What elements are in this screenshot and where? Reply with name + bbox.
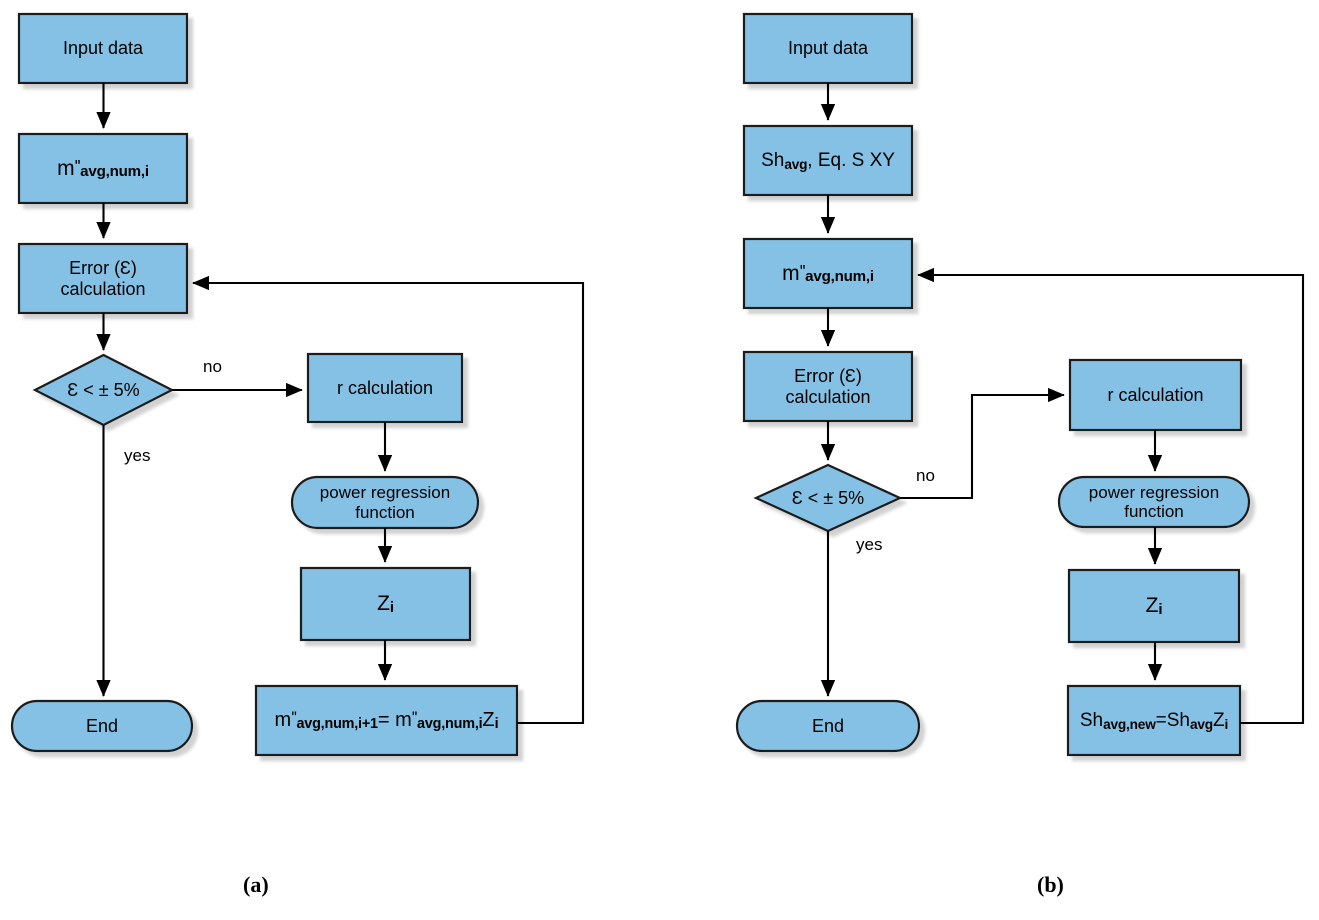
node-mflux-a: [17, 132, 189, 205]
node-power-regression-b: [1057, 475, 1251, 529]
node-r-calculation-b: [1068, 358, 1243, 432]
panel-caption-b: (b): [1037, 872, 1064, 897]
node-input-data-a: [17, 12, 189, 85]
node-end-a: [10, 699, 194, 753]
node-end-b: [735, 699, 921, 753]
panel-caption-a: (a): [243, 872, 269, 897]
panel-a-shapes: [10, 12, 585, 757]
edge-feedback-loop-b: [917, 267, 1305, 725]
node-error-calculation-a: [17, 242, 189, 315]
edge-feedback-loop-a: [192, 275, 585, 725]
node-input-data-b: [742, 12, 914, 85]
node-update-mflux-a: [254, 684, 519, 757]
node-zi-b: [1067, 568, 1241, 644]
edge-decision-no-to-rcalc-b: [900, 387, 1065, 500]
edge-label-no-b: no: [916, 466, 935, 485]
node-zi-a: [299, 566, 472, 642]
node-mflux-b: [742, 237, 914, 310]
node-sh-avg-b: [742, 124, 914, 197]
node-error-calculation-b: [742, 350, 914, 423]
edge-label-yes-a: yes: [124, 446, 151, 465]
edge-label-no-a: no: [203, 357, 222, 376]
panel-b-shapes: [735, 12, 1305, 757]
node-power-regression-a: [290, 475, 480, 530]
node-decision-b: [753, 463, 903, 533]
node-decision-a: [32, 353, 175, 427]
node-r-calculation-a: [306, 352, 464, 424]
node-update-shavg-b: [1066, 684, 1242, 757]
edge-label-yes-b: yes: [856, 535, 883, 554]
